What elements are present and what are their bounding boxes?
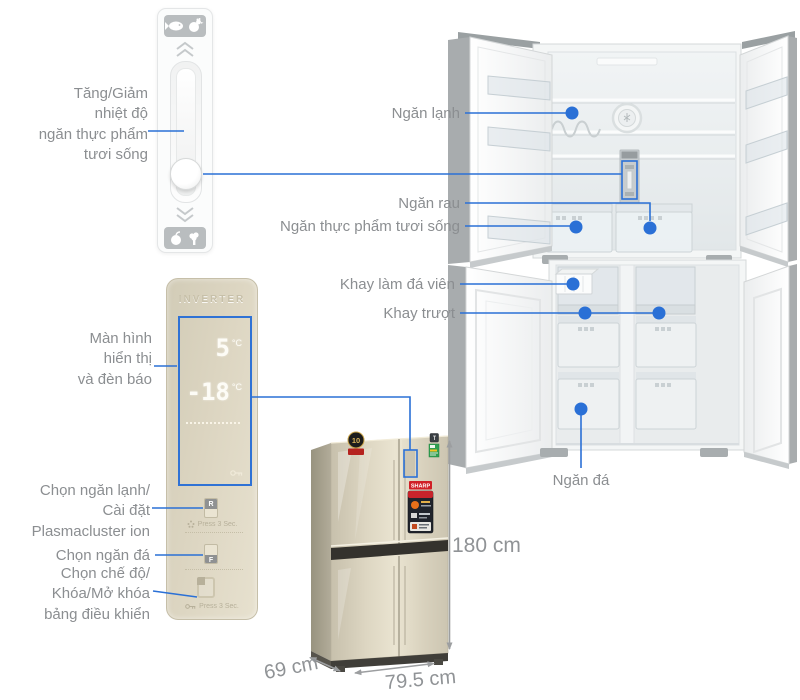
hinge-bottom-right [700,448,728,457]
freezer-drawer[interactable] [557,316,620,368]
control-panel: INVERTER 5 °C -18 °C R [166,278,258,620]
fresh-food-temp-slider-unit [157,8,213,253]
label-fridge-select: Chọn ngăn lạnh/ Cài đặt Plasmacluster io… [31,482,150,540]
inverter-label: INVERTER [178,294,246,305]
label-sliding-tray: Khay trượt [383,305,455,322]
sliding-tray-right[interactable] [635,304,696,315]
label-ice-tray: Khay làm đá viên [339,276,455,293]
interior-light [596,57,658,66]
warranty-10-year-badge: 10 [347,431,365,455]
freezer-select-button[interactable]: F [204,544,218,564]
fridge-button-hint: Press 3 Sec. [167,520,257,528]
vegetables-icon [164,227,206,249]
panel-divider [185,569,243,570]
freezer-divider [619,264,635,446]
promo-sticker [407,490,434,534]
label-mode-lock: Chọn chế độ/ Khóa/Mở khóa bảng điều khiể… [44,565,150,623]
dimension-height: 180 cm [452,534,521,557]
key-icon [230,470,243,476]
sliding-tray-left[interactable] [557,304,619,315]
freezer-top-bin-right [635,266,696,306]
mode-lock-button[interactable] [197,577,215,598]
temp-slider-knob[interactable] [170,158,202,190]
mode-button-hint: Press 3 Sec. [167,603,257,610]
door-control-panel-area[interactable] [405,451,415,476]
chevron-down-icon[interactable] [173,206,197,223]
fresh-food-drawer-left[interactable] [545,203,613,253]
sharp-logo: SHARP [409,481,432,490]
open-fridge-illustration [448,31,797,474]
freezer-door-right[interactable] [743,264,797,469]
key-icon [185,604,196,609]
panel-divider [185,532,243,533]
internal-temp-control[interactable] [619,149,640,205]
label-cooler-compartment: Ngăn lạnh [391,105,460,122]
fridge-side-panel [311,443,331,661]
wine-rack [551,120,601,138]
dimension-width: 79.5 cm [384,665,457,695]
plasmacluster-fan [611,102,643,134]
fridge-temp-readout: 5 °C [215,334,242,362]
freezer-drawer[interactable] [635,372,697,430]
glass-shelves [549,98,735,160]
chevron-up-icon[interactable] [173,41,197,58]
fresh-door-right[interactable] [739,35,797,267]
svg-text:10: 10 [352,436,360,445]
label-vegetable-compartment: Ngăn rau [398,195,460,212]
freezer-drawer[interactable] [635,316,697,368]
freezer-drawer[interactable] [557,372,620,430]
freezer-door-left[interactable] [448,265,553,474]
freezer-temp-readout: -18 °C [186,378,242,406]
label-freezer-select: Chọn ngăn đá [55,547,150,564]
label-display: Màn hình hiển thị và đèn báo [77,330,152,388]
label-freezer-compartment: Ngăn đá [552,472,610,489]
vegetable-drawer-right[interactable] [615,203,693,253]
fridge-select-button[interactable]: R [204,498,218,518]
temperature-display: 5 °C -18 °C [178,316,252,486]
plasmacluster-icon [187,520,195,528]
hinge-bottom-left [540,448,568,457]
middle-trim [331,540,448,560]
inverter-logo-badge [429,433,439,443]
label-temp-adjust: Tăng/Giảm nhiệt độ ngăn thực phẩm tươi s… [38,85,148,164]
display-divider [186,422,240,424]
dimension-depth: 69 cm [262,652,320,685]
meat-fish-icon [164,15,206,37]
svg-text:SHARP: SHARP [411,484,431,490]
fresh-door-left[interactable] [448,36,553,268]
fridge-top-cap-left [458,32,540,49]
energy-label [428,443,440,458]
ice-cube-tray[interactable] [554,268,600,295]
label-fresh-food-compartment: Ngăn thực phẩm tươi sống [279,218,460,235]
fridge-top-cap-right [742,31,795,49]
closed-fridge-product: 10 SHARP [311,431,449,672]
